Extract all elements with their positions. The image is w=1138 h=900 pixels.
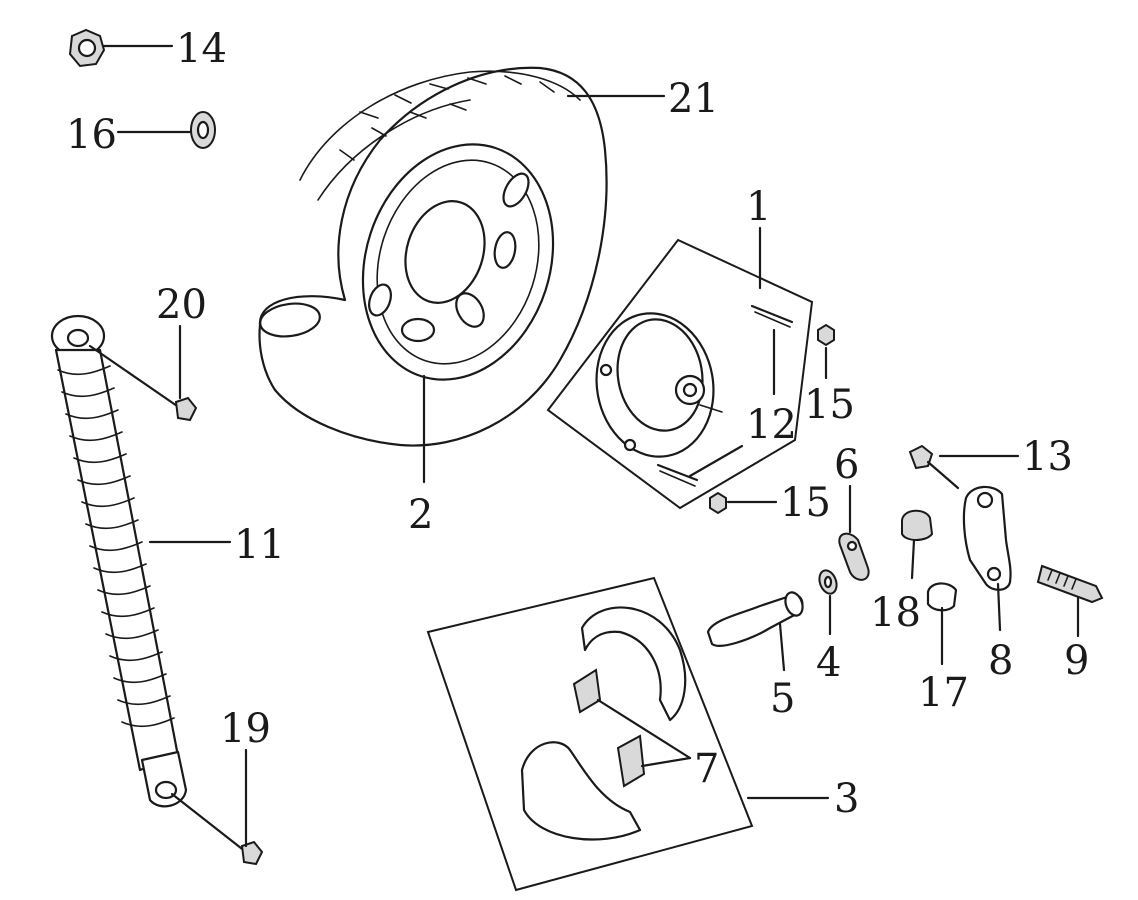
callout-14: 14 bbox=[176, 26, 227, 72]
callout-16: 16 bbox=[66, 112, 117, 158]
leader-lines bbox=[102, 44, 1080, 848]
callout-15-lower: 15 bbox=[780, 480, 831, 526]
callout-1: 1 bbox=[746, 184, 771, 230]
callout-4: 4 bbox=[816, 640, 841, 686]
callout-2: 2 bbox=[408, 492, 433, 538]
callout-20: 20 bbox=[156, 282, 207, 328]
washer-part-16 bbox=[190, 111, 216, 149]
bolt-part-13 bbox=[908, 444, 960, 490]
callout-17: 17 bbox=[918, 670, 969, 716]
callout-9: 9 bbox=[1064, 638, 1089, 684]
leader-7a bbox=[596, 698, 692, 760]
hub-assembly-part-1 bbox=[546, 238, 814, 510]
callout-18: 18 bbox=[870, 590, 921, 636]
leader-7b bbox=[640, 756, 692, 768]
bolt-part-19 bbox=[170, 792, 264, 866]
leader-8 bbox=[996, 582, 1002, 632]
pin-part-12-lower bbox=[656, 463, 699, 487]
pin-part-12-upper bbox=[750, 304, 794, 328]
leader-18 bbox=[910, 538, 916, 580]
brake-shoe-assembly-part-3 bbox=[426, 576, 754, 892]
callout-8: 8 bbox=[988, 638, 1013, 684]
leader-5 bbox=[778, 622, 786, 672]
nut-part-14 bbox=[68, 28, 106, 68]
washer-part-4 bbox=[818, 569, 838, 595]
callout-21: 21 bbox=[668, 76, 719, 122]
cap-part-18 bbox=[901, 509, 934, 541]
fitting-part-17 bbox=[926, 582, 958, 612]
nut-part-15-upper bbox=[817, 323, 835, 347]
callout-11: 11 bbox=[234, 522, 285, 568]
callout-13: 13 bbox=[1022, 434, 1073, 480]
callout-7: 7 bbox=[694, 746, 719, 792]
callout-15-upper: 15 bbox=[804, 382, 855, 428]
callout-3: 3 bbox=[834, 776, 859, 822]
brake-arm-part-8 bbox=[962, 485, 1012, 591]
cam-shaft-part-5 bbox=[706, 591, 804, 647]
shock-absorber-part-11 bbox=[50, 314, 188, 808]
callout-labels: 14 16 21 1 20 15 12 13 6 15 2 11 18 8 9 … bbox=[66, 26, 1089, 822]
nut-part-15-lower bbox=[709, 491, 727, 515]
leader-12b bbox=[688, 444, 744, 478]
callout-5: 5 bbox=[770, 676, 795, 722]
callout-6: 6 bbox=[834, 442, 859, 488]
callout-12-upper: 12 bbox=[746, 402, 797, 448]
bolt-part-20 bbox=[88, 344, 198, 422]
callout-19: 19 bbox=[220, 706, 271, 752]
plate-part-6 bbox=[838, 532, 870, 581]
wheel-rim-part-2 bbox=[259, 143, 555, 381]
bolt-part-9 bbox=[1036, 564, 1104, 604]
